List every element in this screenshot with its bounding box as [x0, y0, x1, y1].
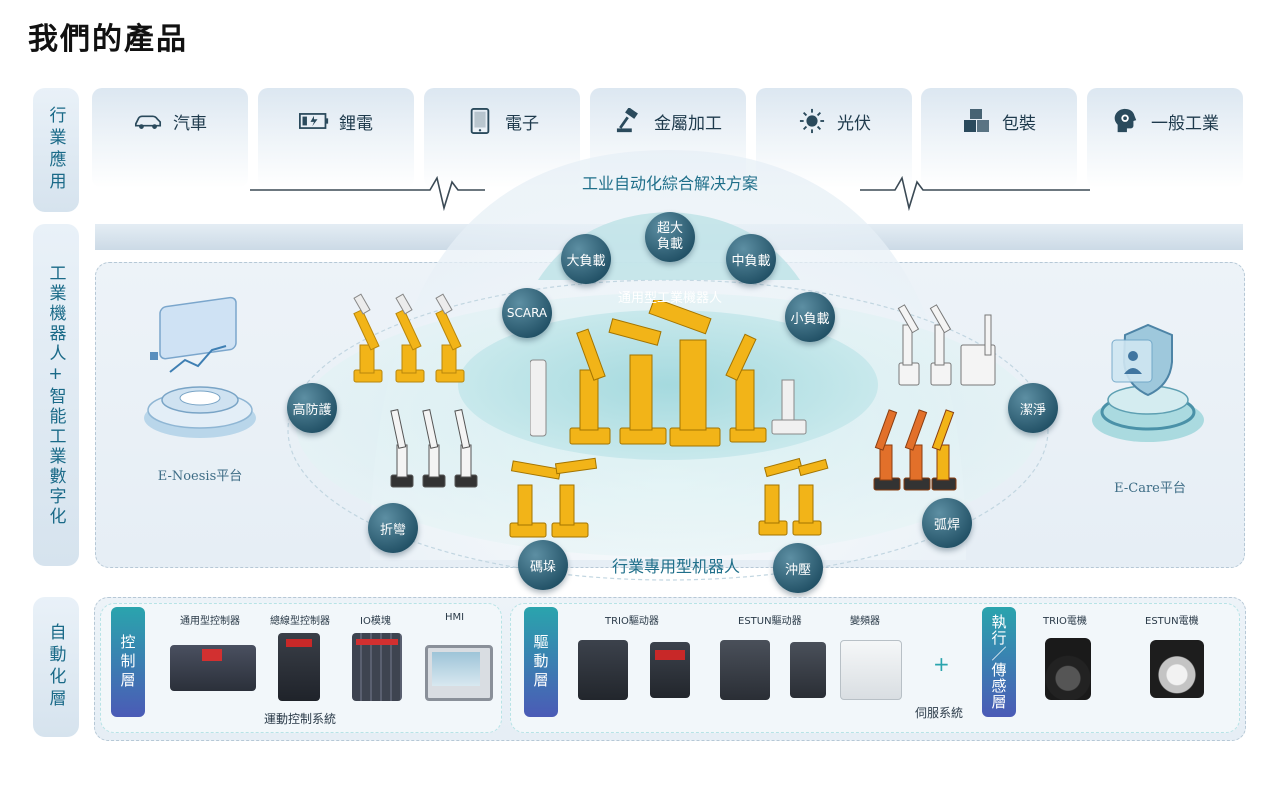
- robot-group-welding: [873, 409, 957, 491]
- industry-label: 光伏: [837, 113, 871, 134]
- bubble-medium[interactable]: 中負載: [726, 234, 776, 284]
- e-care-platform-icon: [1092, 323, 1204, 442]
- industry-label: 鋰電: [339, 113, 373, 134]
- label-automation-layer: 自動化層: [33, 597, 79, 737]
- tablet-icon: [470, 108, 490, 134]
- robot-group-stamping: [758, 457, 829, 536]
- solution-title: 工业自动化綜合解决方案: [581, 174, 758, 193]
- robot-group-clean: [897, 304, 996, 386]
- hmi-image: [425, 645, 493, 701]
- bubble-stamping[interactable]: 沖壓: [773, 543, 823, 593]
- bubble-clean[interactable]: 潔淨: [1008, 383, 1058, 433]
- motor-item-label: TRIO電機: [1043, 616, 1087, 627]
- industry-label: 金屬加工: [654, 113, 722, 134]
- bubble-bending[interactable]: 折彎: [368, 503, 418, 553]
- bubble-heavy[interactable]: 大負載: [561, 234, 611, 284]
- hammer-icon: [616, 108, 638, 133]
- bubble-light[interactable]: 小負載: [785, 292, 835, 342]
- gear-head-icon: [1114, 108, 1137, 133]
- estun-motor-image: [1150, 640, 1204, 698]
- bus-controller-image: [278, 633, 320, 701]
- pulse-line-left: [250, 175, 485, 212]
- robot-group-general-purpose: [530, 300, 807, 447]
- estun-drive-image-2: [790, 642, 826, 698]
- page-title: 我們的產品: [28, 22, 188, 57]
- bubble-welding[interactable]: 弧焊: [922, 498, 972, 548]
- drive-item-label: 變頻器: [850, 616, 880, 627]
- label-robot-digital: 工業機器人+智能工業數字化: [33, 224, 79, 566]
- general-robot-label: 通用型工業機器人: [617, 291, 722, 306]
- drive-item-label: ESTUN驅动器: [738, 616, 802, 627]
- sun-icon: [799, 108, 825, 134]
- orbit-ellipse: [287, 279, 1049, 581]
- industry-tile-battery[interactable]: 鋰電: [258, 88, 414, 188]
- estun-drive-image-1: [720, 640, 770, 700]
- robot-group-bending: [390, 409, 478, 488]
- bubble-super-heavy[interactable]: 超大負載: [645, 212, 695, 262]
- industry-label: 汽車: [173, 113, 207, 134]
- servo-system-box: [510, 603, 1240, 733]
- plus-sign: +: [933, 652, 950, 676]
- drive-item-label: TRIO驅动器: [605, 616, 659, 627]
- exec-layer-pill: 執行／傳感層: [982, 607, 1016, 717]
- bubble-high-protection[interactable]: 高防護: [287, 383, 337, 433]
- special-robot-label: 行業專用型机器人: [611, 557, 740, 576]
- industry-tile-packaging[interactable]: 包裝: [921, 88, 1077, 188]
- industry-label: 一般工業: [1151, 113, 1219, 134]
- e-noesis-label[interactable]: E-Noesis平台: [157, 469, 243, 484]
- drive-layer-pill: 驅動層: [524, 607, 558, 717]
- bubble-palletizing[interactable]: 碼垛: [518, 540, 568, 590]
- trio-drive-image-2: [650, 642, 690, 698]
- control-item-label: IO模塊: [360, 616, 391, 627]
- car-icon: [134, 115, 162, 129]
- motion-system-label: 運動控制系統: [264, 712, 337, 726]
- industry-tile-pv[interactable]: 光伏: [756, 88, 912, 188]
- industry-tile-general[interactable]: 一般工業: [1087, 88, 1243, 188]
- boxes-icon: [964, 109, 989, 132]
- industry-label: 包裝: [1002, 113, 1036, 134]
- robot-group-palletizing: [509, 457, 598, 538]
- control-layer-pill: 控制層: [111, 607, 145, 717]
- control-item-label: HMI: [445, 612, 465, 623]
- inverter-image: [840, 640, 902, 700]
- io-module-image: [352, 633, 402, 701]
- pulse-line-right: [860, 175, 1090, 212]
- trio-drive-image-1: [578, 640, 628, 700]
- trio-motor-image: [1045, 638, 1091, 700]
- robot-group-high-protection: [353, 293, 465, 383]
- industry-label: 電子: [505, 113, 539, 134]
- motor-item-label: ESTUN電機: [1145, 616, 1199, 627]
- control-item-label: 總線型控制器: [270, 616, 330, 627]
- general-controller-image: [170, 645, 256, 691]
- e-care-label[interactable]: E-Care平台: [1114, 481, 1186, 496]
- servo-system-label: 伺服系統: [915, 706, 964, 720]
- industry-tile-auto[interactable]: 汽車: [92, 88, 248, 188]
- e-noesis-platform-icon: [144, 296, 256, 438]
- control-item-label: 通用型控制器: [180, 616, 240, 627]
- label-industry-application: 行業應用: [33, 88, 79, 212]
- bubble-scara[interactable]: SCARA: [502, 288, 552, 338]
- battery-icon: [299, 113, 329, 129]
